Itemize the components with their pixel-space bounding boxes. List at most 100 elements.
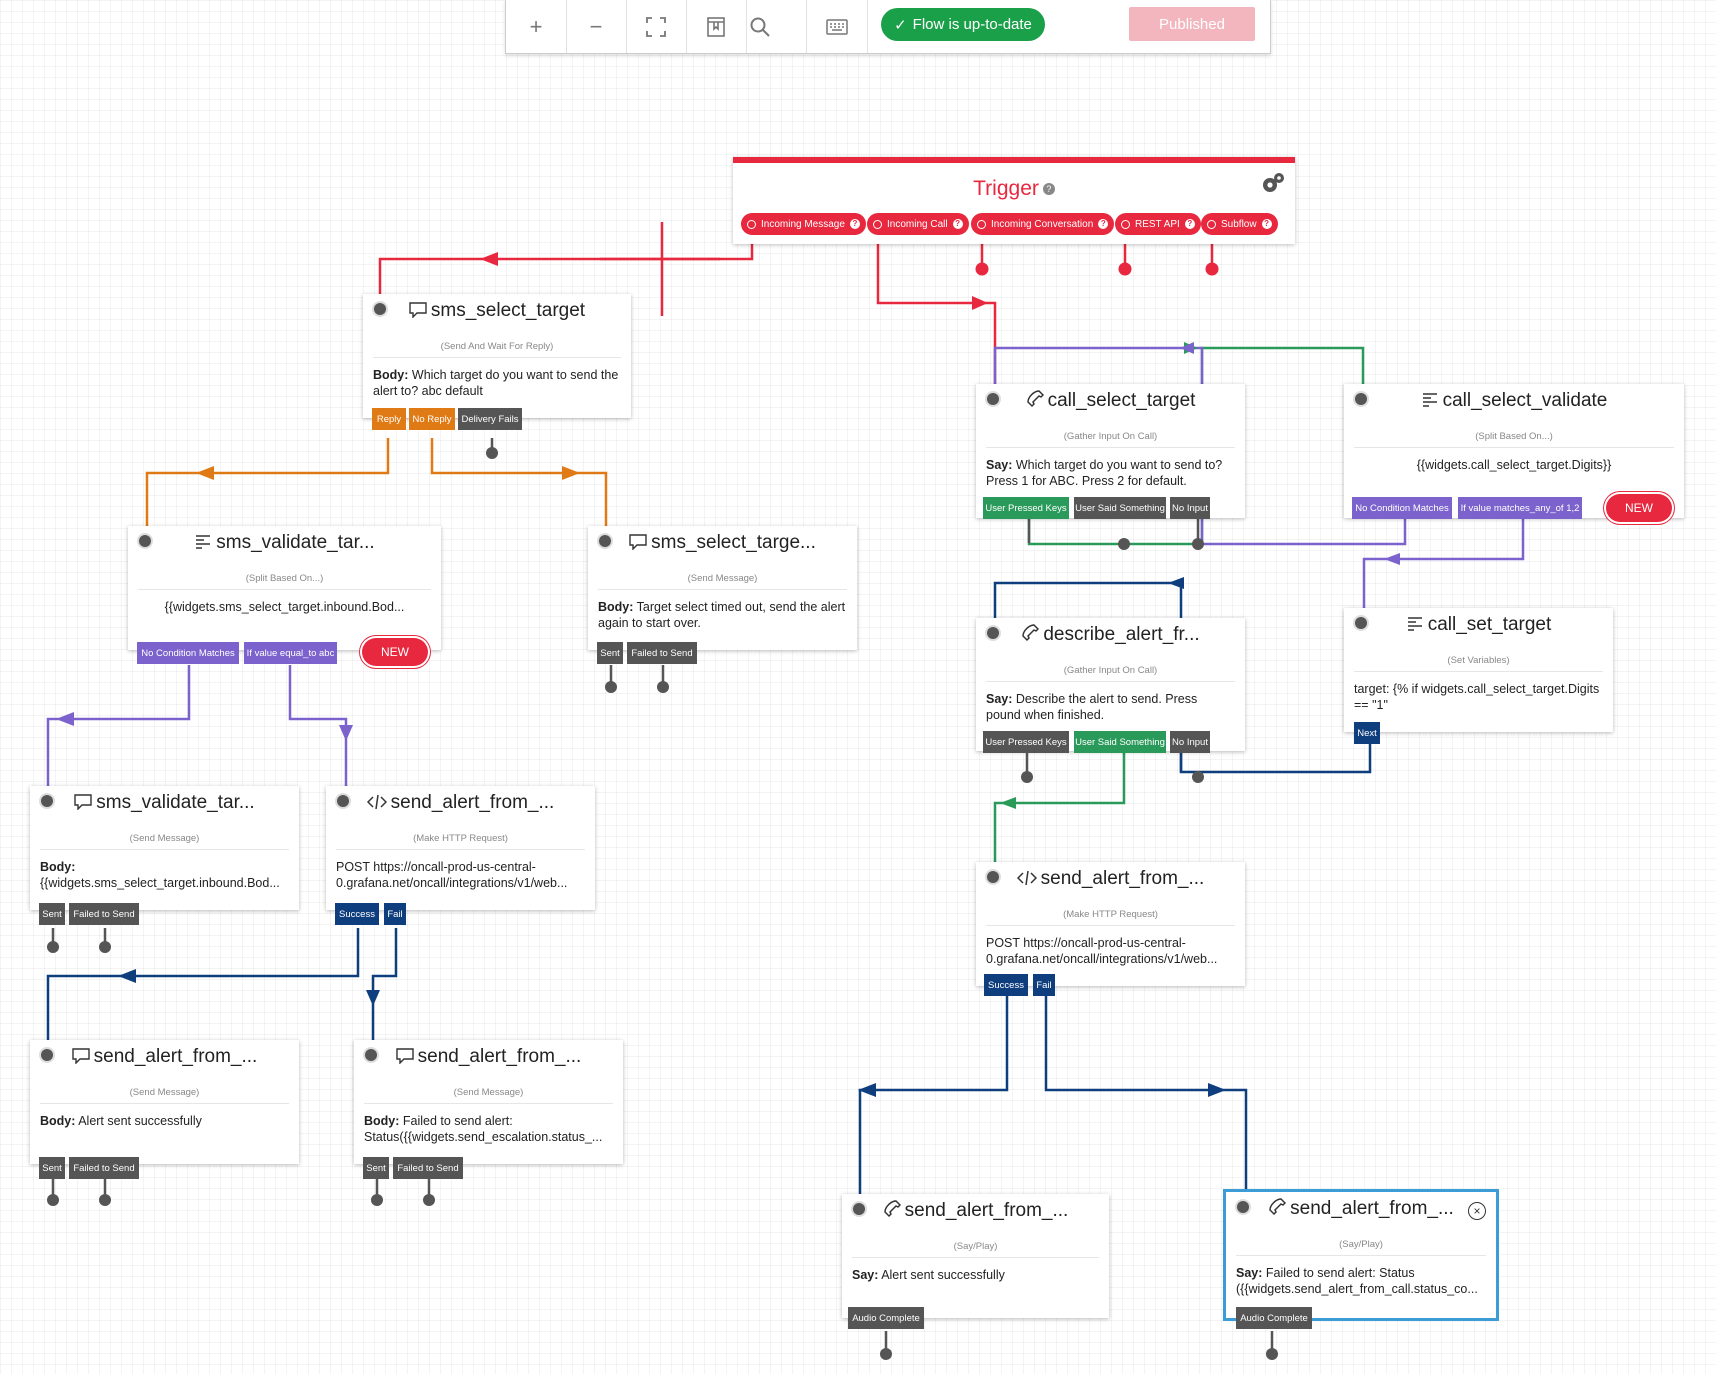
tab-delivery-fails[interactable]: Delivery Fails [458,408,522,430]
help-icon: ? [1098,219,1109,229]
widget-sms-select-target[interactable]: sms_select_target (Send And Wait For Rep… [363,294,631,430]
plus-icon: + [529,13,543,39]
help-icon: ? [849,219,860,229]
widget-call-select-target[interactable]: call_select_target (Gather Input On Call… [976,384,1245,519]
search-button[interactable] [736,0,784,53]
tab-sent[interactable]: Sent [39,1157,65,1179]
keyboard-shortcuts-button[interactable] [806,0,868,53]
widget-title: sms_select_targe... [588,532,857,554]
trigger-widget[interactable]: Trigger? Incoming Message? Incoming Call… [733,157,1295,244]
widget-sms-select-target-timeout[interactable]: sms_select_targe... (Send Message) Body:… [588,526,857,664]
widget-handle[interactable] [365,1049,377,1061]
widget-handle[interactable] [987,871,999,883]
tab-failed-to-send[interactable]: Failed to Send [627,642,697,664]
tab-fail[interactable]: Fail [1033,974,1055,996]
widget-handle[interactable] [1355,617,1367,629]
widget-handle[interactable] [987,393,999,405]
divider [40,1103,289,1104]
tab-failed-to-send[interactable]: Failed to Send [69,903,139,925]
widget-send-alert-sms-failure[interactable]: send_alert_from_... (Send Message) Body:… [354,1040,623,1179]
tab-user-said-something[interactable]: User Said Something [1074,731,1166,753]
tab-success[interactable]: Success [335,903,379,925]
chat-bubble-icon [409,302,427,319]
widget-handle[interactable] [41,795,53,807]
code-icon [366,794,387,810]
tab-no-input[interactable]: No Input [1170,497,1210,519]
divider [852,1257,1099,1258]
divider [986,447,1235,448]
trigger-subflow[interactable]: Subflow? [1201,213,1278,235]
widget-body: Body: Failed to send alert: Status({{wid… [364,1114,603,1144]
widget-sms-validate-target-message[interactable]: sms_validate_tar... (Send Message) Body:… [30,786,299,925]
port-ring-icon [747,219,756,229]
widget-handle[interactable] [1237,1201,1249,1213]
trigger-rest-api[interactable]: REST API? [1115,213,1201,235]
tab-no-reply[interactable]: No Reply [409,408,455,430]
widget-handle[interactable] [337,795,349,807]
trigger-incoming-message[interactable]: Incoming Message? [741,213,866,235]
publish-button[interactable]: Published [1129,7,1255,41]
tab-no-input[interactable]: No Input [1170,731,1210,753]
widget-send-alert-http-sms[interactable]: send_alert_from_... (Make HTTP Request) … [326,786,595,925]
tab-audio-complete[interactable]: Audio Complete [1236,1307,1312,1329]
tab-failed-to-send[interactable]: Failed to Send [69,1157,139,1179]
widget-sms-validate-target-split[interactable]: sms_validate_tar... (Split Based On...) … [128,526,441,666]
wire-http-success [46,928,360,1040]
widget-type: (Send Message) [129,1087,200,1098]
zoom-out-button[interactable]: − [566,0,627,53]
widget-send-alert-sms-success[interactable]: send_alert_from_... (Send Message) Body:… [30,1040,299,1179]
tab-audio-complete[interactable]: Audio Complete [848,1307,924,1329]
widget-handle[interactable] [374,303,386,315]
split-icon [1422,393,1437,407]
widget-handle[interactable] [1355,393,1367,405]
trigger-incoming-call[interactable]: Incoming Call? [867,213,969,235]
divider [40,849,289,850]
new-transition-button[interactable]: NEW [362,638,428,666]
tab-no-condition-matches[interactable]: No Condition Matches [137,642,239,664]
tab-if-value-equal-to[interactable]: If value equal_to abc [244,642,337,664]
tab-success[interactable]: Success [984,974,1028,996]
widget-title: call_set_target [1344,614,1613,636]
widget-handle[interactable] [853,1203,865,1215]
widget-send-alert-say-failure[interactable]: × send_alert_from_... (Say/Play) Say: Fa… [1223,1189,1499,1329]
gears-icon[interactable] [1261,172,1285,194]
tab-next[interactable]: Next [1354,722,1380,744]
tab-user-said-something[interactable]: User Said Something [1074,497,1166,519]
fit-screen-button[interactable] [626,0,687,53]
new-transition-button[interactable]: NEW [1606,494,1672,522]
widget-handle[interactable] [139,535,151,547]
widget-describe-alert[interactable]: describe_alert_fr... (Gather Input On Ca… [976,618,1245,753]
tab-user-pressed-keys[interactable]: User Pressed Keys [983,731,1069,753]
tab-reply[interactable]: Reply [372,408,406,430]
minus-icon: − [589,13,603,39]
widget-send-alert-http-call[interactable]: send_alert_from_... (Make HTTP Request) … [976,862,1245,996]
bookmark-button[interactable] [686,0,747,53]
widget-type: (Send And Wait For Reply) [440,341,554,352]
widget-handle[interactable] [599,535,611,547]
trigger-incoming-conversation[interactable]: Incoming Conversation? [971,213,1115,235]
tab-sent[interactable]: Sent [363,1157,389,1179]
tab-no-condition-matches[interactable]: No Condition Matches [1352,497,1452,519]
divider [598,589,847,590]
widget-body: POST https://oncall-prod-us-central-0.gr… [986,936,1218,966]
widget-call-set-target[interactable]: call_set_target (Set Variables) target: … [1344,608,1613,744]
chat-bubble-icon [71,1048,90,1065]
tab-sent[interactable]: Sent [597,642,623,664]
help-icon[interactable]: ? [1042,183,1055,196]
divider [1236,1255,1486,1256]
help-icon: ? [952,219,963,229]
widget-send-alert-say-success[interactable]: send_alert_from_... (Say/Play) Say: Aler… [842,1194,1109,1329]
wire-no-reply [430,438,608,526]
tab-failed-to-send[interactable]: Failed to Send [393,1157,463,1179]
widget-handle[interactable] [41,1049,53,1061]
close-icon[interactable]: × [1468,1202,1486,1220]
tab-sent[interactable]: Sent [39,903,65,925]
widget-body: Body: Alert sent successfully [40,1114,202,1128]
tab-fail[interactable]: Fail [384,903,406,925]
tab-user-pressed-keys[interactable]: User Pressed Keys [983,497,1069,519]
widget-call-select-validate[interactable]: call_select_validate (Split Based On...)… [1344,384,1684,519]
tab-if-value-matches-any-of[interactable]: If value matches_any_of 1,2 [1458,497,1582,519]
zoom-in-button[interactable]: + [506,0,567,53]
split-icon [196,535,211,549]
widget-handle[interactable] [987,627,999,639]
